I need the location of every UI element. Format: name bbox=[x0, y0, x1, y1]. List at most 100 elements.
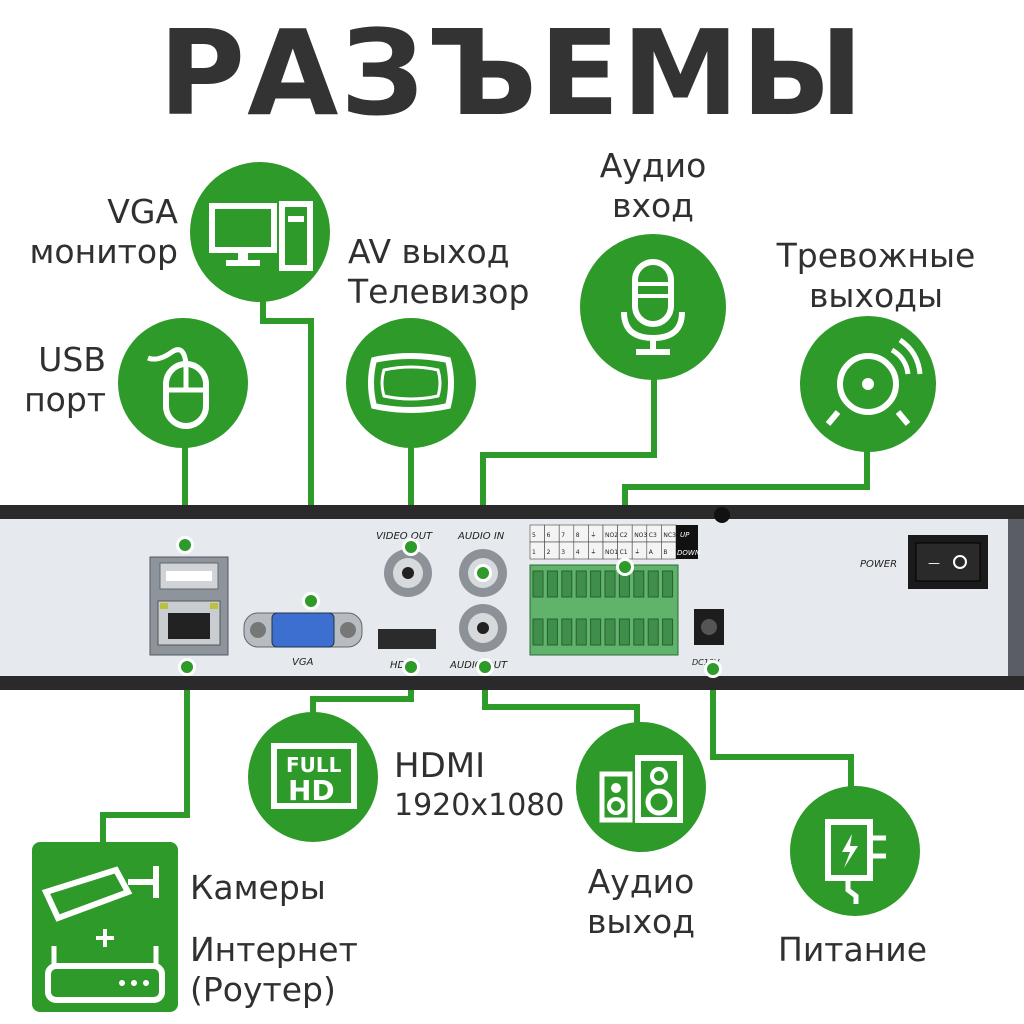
power-label: Питание bbox=[778, 930, 928, 969]
terminal-label: A bbox=[649, 549, 654, 556]
power-circle bbox=[790, 786, 920, 916]
line-vga-c bbox=[308, 318, 314, 600]
terminal-label: ⏚ bbox=[634, 549, 640, 556]
terminal-label: NO2 bbox=[605, 532, 618, 539]
terminal-pin bbox=[532, 570, 544, 598]
dot-lan bbox=[178, 658, 196, 676]
terminal-pin bbox=[590, 618, 602, 646]
line-audioout-b bbox=[482, 704, 640, 710]
terminal-label: C1 bbox=[620, 549, 628, 556]
dot-dc bbox=[704, 660, 722, 678]
line-power-a bbox=[710, 668, 716, 760]
terminal-label: ⏚ bbox=[590, 532, 596, 539]
terminal-label: 5 bbox=[532, 532, 536, 539]
terminal-pin bbox=[575, 618, 587, 646]
computer-monitor-icon bbox=[209, 201, 313, 271]
terminal-label: 7 bbox=[561, 532, 565, 539]
svg-text:—: — bbox=[928, 556, 940, 570]
panel-power-text: POWER bbox=[860, 559, 897, 570]
terminal-pin bbox=[532, 618, 544, 646]
av-circle bbox=[346, 318, 476, 448]
line-vga-b bbox=[260, 318, 314, 324]
terminal-label: 2 bbox=[547, 549, 551, 556]
terminal-pin bbox=[662, 570, 674, 598]
line-audioin-b bbox=[480, 452, 657, 458]
alarm-bell-icon bbox=[825, 337, 923, 426]
page-title: РАЗЪЕМЫ bbox=[158, 4, 866, 142]
full-hd-icon: FULL HD bbox=[271, 743, 357, 809]
line-vga-a bbox=[260, 292, 266, 322]
panel-video-out-text: VIDEO OUT bbox=[376, 531, 433, 542]
terminal-pin bbox=[561, 570, 573, 598]
hdmi-circle: FULL HD bbox=[248, 712, 378, 842]
tv-icon bbox=[368, 353, 454, 413]
terminal-pin bbox=[604, 570, 616, 598]
terminal-label: 6 bbox=[547, 532, 551, 539]
line-av bbox=[408, 440, 414, 546]
terminal-label: 8 bbox=[576, 532, 580, 539]
terminal-pin bbox=[633, 618, 645, 646]
line-cam-a bbox=[184, 668, 190, 818]
dot-audio-in bbox=[474, 564, 492, 582]
vga-circle bbox=[190, 162, 330, 302]
panel-up-text: UP bbox=[680, 531, 690, 539]
terminal-label: ⏚ bbox=[590, 549, 596, 556]
terminal-pin bbox=[647, 570, 659, 598]
cameras-internet-box bbox=[32, 842, 178, 1012]
terminal-pin bbox=[546, 618, 558, 646]
terminal-label: C3 bbox=[649, 532, 657, 539]
terminal-pin bbox=[662, 618, 674, 646]
microphone-icon bbox=[621, 259, 685, 355]
line-audioout-c bbox=[634, 704, 640, 734]
terminal-label: C2 bbox=[620, 532, 628, 539]
nvr-back-panel: VGA VIDEO OUT HDMI AUDIO IN AUDIO OUT 56… bbox=[0, 505, 1024, 690]
terminal-label: 3 bbox=[561, 549, 565, 556]
terminal-pin bbox=[647, 618, 659, 646]
terminal-pin bbox=[633, 570, 645, 598]
cctv-camera-icon bbox=[41, 866, 159, 947]
power-plug-icon bbox=[825, 819, 886, 904]
panel-vga-text: VGA bbox=[292, 657, 314, 668]
speakers-icon bbox=[599, 755, 683, 823]
terminal-label: B bbox=[663, 549, 667, 556]
alarm-circle bbox=[800, 316, 936, 452]
line-alarm-a bbox=[864, 440, 870, 490]
line-cam-c bbox=[100, 812, 106, 852]
terminal-label: NC3 bbox=[663, 532, 676, 539]
line-audioin-a bbox=[651, 372, 657, 458]
dot-alarm bbox=[616, 558, 634, 576]
terminal-pin bbox=[604, 618, 616, 646]
full-hd-hd-text: HD bbox=[288, 774, 335, 807]
terminal-pin bbox=[575, 570, 587, 598]
full-hd-full-text: FULL bbox=[286, 753, 342, 777]
line-usb bbox=[182, 440, 188, 546]
internet-label: Интернет(Роутер) bbox=[190, 930, 358, 1009]
cameras-label: Камеры bbox=[190, 868, 326, 907]
panel-audio-in-text: AUDIO IN bbox=[457, 531, 505, 542]
mouse-icon bbox=[147, 347, 209, 429]
line-power-c bbox=[848, 754, 854, 794]
terminal-label: NO1 bbox=[605, 549, 618, 556]
dot-audio-out bbox=[476, 658, 494, 676]
line-cam-b bbox=[100, 812, 190, 818]
audio-in-circle bbox=[580, 234, 726, 380]
line-hdmi-b bbox=[310, 696, 414, 702]
terminal-pin bbox=[561, 618, 573, 646]
line-hdmi-c bbox=[310, 696, 316, 726]
usb-circle bbox=[118, 318, 248, 448]
terminal-pin bbox=[618, 618, 630, 646]
line-power-b bbox=[710, 754, 854, 760]
terminal-label: 4 bbox=[576, 549, 580, 556]
dot-vga bbox=[302, 592, 320, 610]
terminal-label: NO3 bbox=[634, 532, 647, 539]
dot-usb bbox=[176, 536, 194, 554]
dot-video-out bbox=[402, 538, 420, 556]
router-icon bbox=[45, 946, 165, 1003]
